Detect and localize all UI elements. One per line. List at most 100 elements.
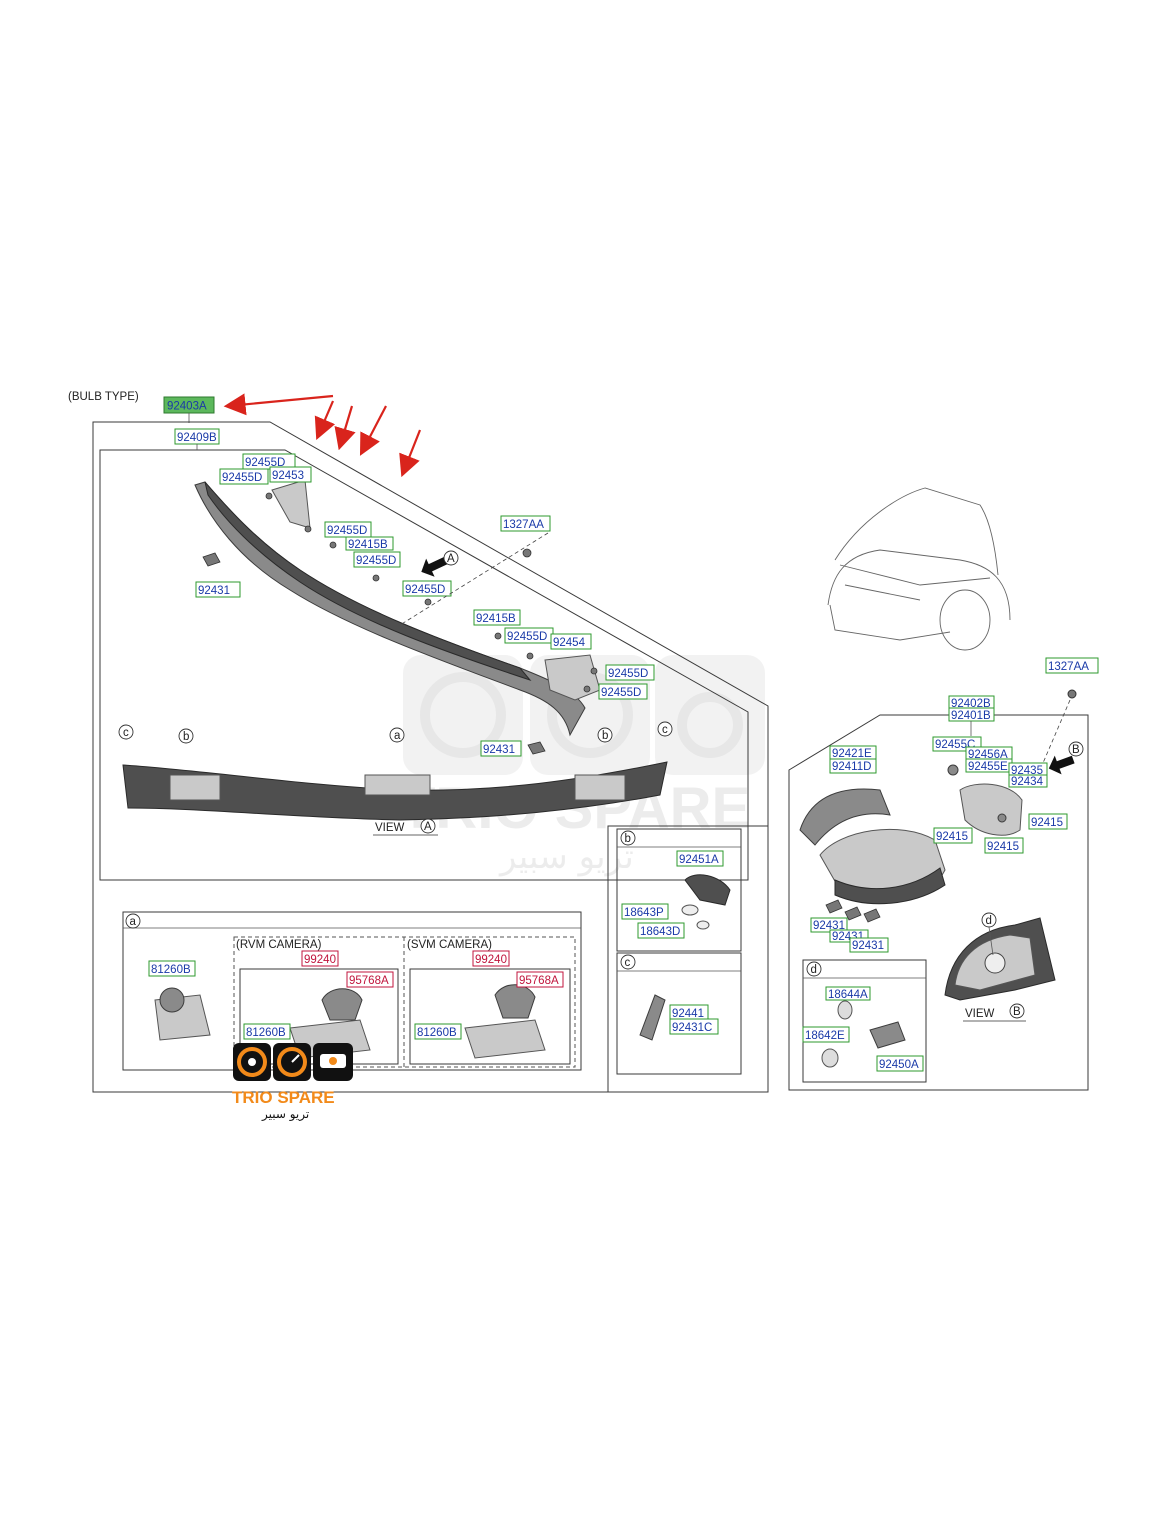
svg-text:92431: 92431 xyxy=(483,744,515,756)
part-18643p: 18643P xyxy=(621,903,669,920)
part-81260b-2: 81260B xyxy=(243,1023,291,1040)
part-81260b-1: 81260B xyxy=(148,960,196,977)
svg-text:a: a xyxy=(394,730,401,742)
view-b-label: VIEW B xyxy=(963,1003,1026,1022)
svg-text:92455E: 92455E xyxy=(968,761,1008,773)
svg-text:تريو سبير: تريو سبير xyxy=(261,1107,309,1122)
part-92431c: 92431C xyxy=(669,1018,719,1035)
svg-text:99240: 99240 xyxy=(475,954,507,966)
highlight-part-92403a[interactable]: 92403A xyxy=(163,396,215,414)
svg-text:92431: 92431 xyxy=(852,940,884,952)
part-81260b-3: 81260B xyxy=(414,1023,462,1040)
svg-text:B: B xyxy=(1013,1006,1021,1018)
right-small-pads xyxy=(825,899,881,923)
left-labels[interactable]: 92455D 92455D 92453 92455D 92415B 92455D… xyxy=(195,453,655,757)
svm-camera-label: (SVM CAMERA) xyxy=(407,939,492,951)
part-99240-2: 99240 xyxy=(472,950,510,967)
svg-text:92454: 92454 xyxy=(553,637,586,649)
svg-text:B: B xyxy=(1072,744,1080,756)
part-92415b-1: 92415B xyxy=(345,536,394,551)
svg-text:92403A: 92403A xyxy=(167,401,207,413)
part-99240-1: 99240 xyxy=(301,950,339,967)
svg-text:تريو سبير: تريو سبير xyxy=(498,837,634,877)
svg-text:d: d xyxy=(986,915,992,927)
part-92411d: 92411D xyxy=(829,758,877,774)
svg-text:92455D: 92455D xyxy=(245,457,285,469)
svg-text:92455C: 92455C xyxy=(935,739,975,751)
svg-text:92431: 92431 xyxy=(813,920,845,932)
svg-text:c: c xyxy=(662,724,668,736)
part-92431-r1: 92431 xyxy=(810,917,848,933)
svg-text:92455D: 92455D xyxy=(356,555,396,567)
part-92455d-7: 92455D xyxy=(605,664,655,681)
rear-garnish-strip xyxy=(122,761,668,821)
inset-c-labels[interactable]: 92441 92431C xyxy=(669,1004,719,1035)
svg-text:18643D: 18643D xyxy=(640,926,680,938)
part-92451a: 92451A xyxy=(676,850,724,867)
right-labels[interactable]: 92421E 92411D 92455C 92456A 92455E 92435… xyxy=(810,736,1068,953)
socket-parts-b xyxy=(681,874,731,930)
part-92455d-8: 92455D xyxy=(598,683,648,700)
part-92450a: 92450A xyxy=(876,1055,924,1072)
car-rear-illustration xyxy=(827,487,1011,651)
inset-bc-frame xyxy=(607,825,769,1093)
svg-text:92411D: 92411D xyxy=(832,761,871,773)
svg-text:92455D: 92455D xyxy=(608,668,648,680)
gauge-icon xyxy=(277,1047,307,1077)
part-92415-3: 92415 xyxy=(1028,813,1068,830)
part-92415b-2: 92415B xyxy=(473,609,521,626)
svg-text:A: A xyxy=(447,553,455,565)
tail-lamp-parts xyxy=(799,764,1023,905)
part-92431-2: 92431 xyxy=(480,740,522,757)
svg-text:1327AA: 1327AA xyxy=(1048,661,1089,673)
svg-text:A: A xyxy=(424,821,432,833)
part-92454: 92454 xyxy=(550,633,592,650)
inset-b-labels[interactable]: 92451A 18643P 18643D xyxy=(621,850,724,939)
part-18642e: 18642E xyxy=(802,1026,850,1043)
lamp-rear-view: d xyxy=(944,912,1056,1001)
part-95768a-2: 95768A xyxy=(516,971,564,988)
svg-text:95768A: 95768A xyxy=(349,975,389,987)
part-92455d-5: 92455D xyxy=(402,580,452,597)
svg-text:92421E: 92421E xyxy=(832,748,872,760)
inset-a-letter: a xyxy=(130,916,137,928)
svg-text:VIEW: VIEW xyxy=(375,822,405,834)
part-92455d-3: 92455D xyxy=(324,521,372,538)
inset-d-frame xyxy=(802,959,927,1083)
svg-text:92409B: 92409B xyxy=(177,432,217,444)
svg-text:92401B: 92401B xyxy=(951,710,991,722)
svg-text:92441: 92441 xyxy=(672,1008,704,1020)
svg-text:18642E: 18642E xyxy=(805,1030,845,1042)
part-18643d: 18643D xyxy=(637,922,685,939)
svg-text:92455D: 92455D xyxy=(222,472,262,484)
svg-text:18644A: 18644A xyxy=(828,989,868,1001)
view-a-arrow: A xyxy=(421,550,459,577)
part-92415-1: 92415 xyxy=(933,827,973,844)
inset-c-frame xyxy=(616,952,742,1075)
inset-d-labels[interactable]: 18644A 18642E 92450A xyxy=(802,986,924,1072)
part-92435: 92435 xyxy=(1008,762,1048,778)
svg-text:92456A: 92456A xyxy=(968,749,1008,761)
svg-text:92415: 92415 xyxy=(1031,817,1063,829)
svg-text:92435: 92435 xyxy=(1011,765,1043,777)
svg-text:99240: 99240 xyxy=(304,954,336,966)
svg-text:18643P: 18643P xyxy=(624,907,664,919)
svg-text:92455D: 92455D xyxy=(405,584,445,596)
view-b-arrow: B xyxy=(1048,741,1084,775)
left-inner-frame xyxy=(99,449,749,881)
part-95768a-1: 95768A xyxy=(346,971,394,988)
speaker-icon xyxy=(237,1047,267,1077)
part-92401b[interactable]: 92401B xyxy=(948,707,995,722)
svg-text:TRIO SPARE: TRIO SPARE xyxy=(232,1088,335,1107)
red-arrows xyxy=(223,393,422,478)
svg-text:92455D: 92455D xyxy=(507,631,547,643)
part-1327aa-1: 1327AA xyxy=(500,515,551,532)
part-92409b[interactable]: 92409B xyxy=(174,428,220,445)
garnish-end-cap xyxy=(639,994,666,1041)
inset-a-labels[interactable]: 81260B 99240 95768A 81260B 99240 95768A … xyxy=(148,950,564,1040)
inset-d-letter: d xyxy=(811,964,817,976)
part-1327aa-2[interactable]: 1327AA xyxy=(1045,657,1099,674)
svg-text:b: b xyxy=(183,731,189,743)
svg-text:b: b xyxy=(602,730,608,742)
